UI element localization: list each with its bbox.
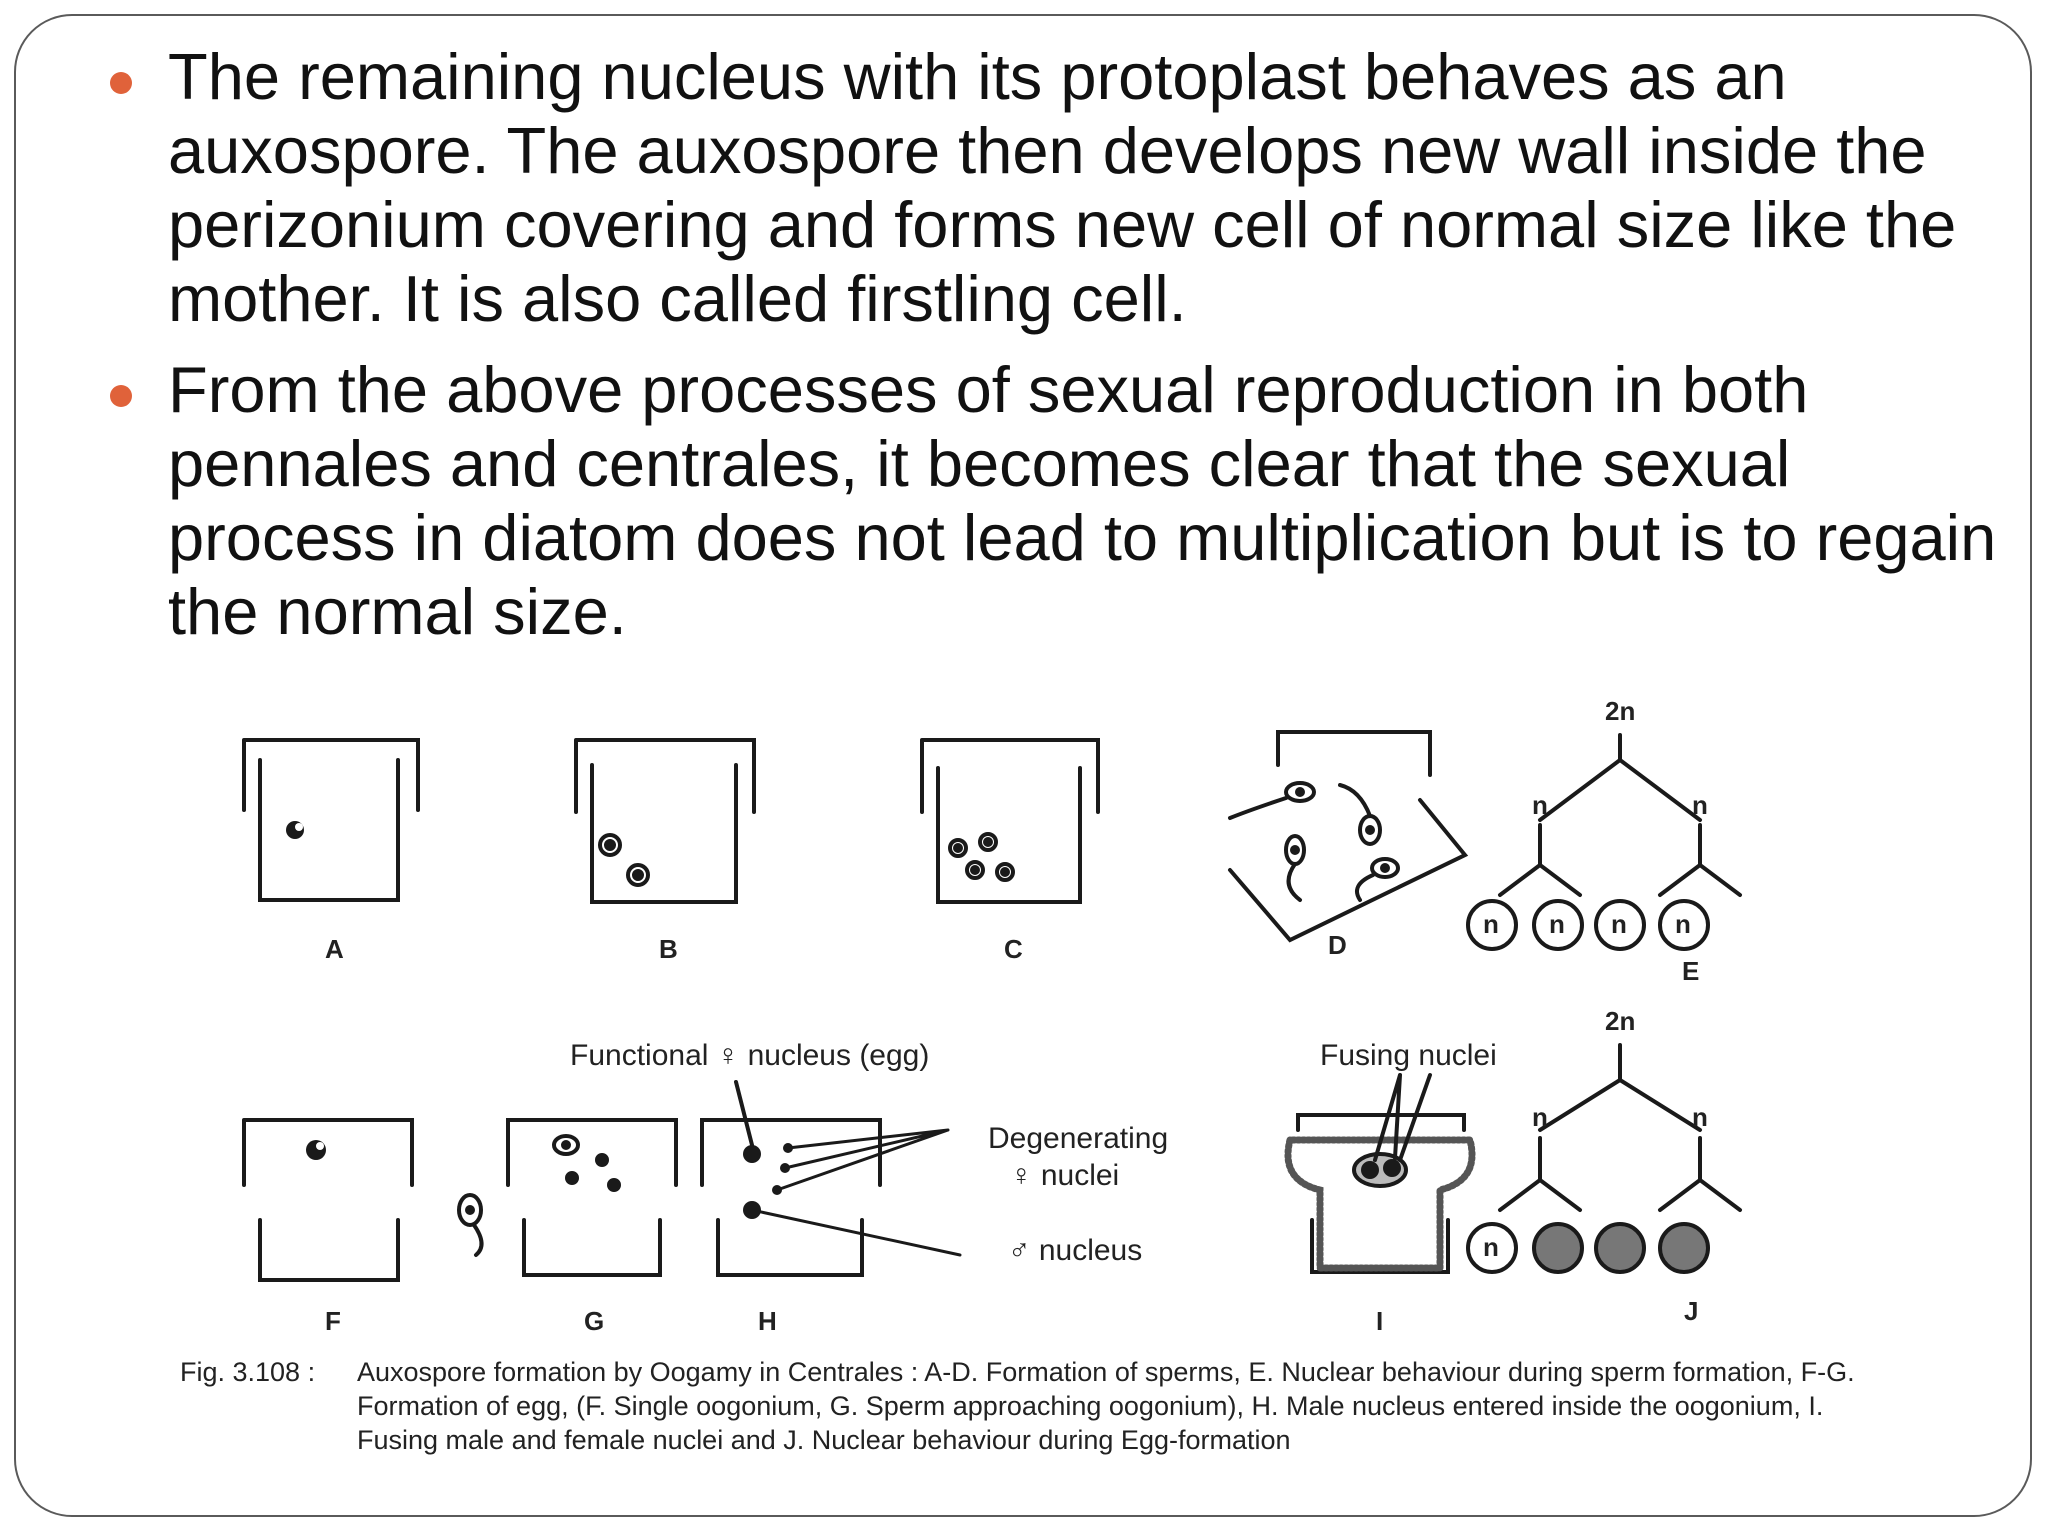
- label-i: I: [1376, 1306, 1383, 1336]
- bullet-dot-icon: [110, 385, 132, 407]
- caption-figure-number: Fig. 3.108 :: [180, 1357, 316, 1387]
- caption-text: Auxospore formation by Oogamy in Central…: [357, 1357, 1855, 1455]
- annotation-degenerating-2: ♀ nuclei: [1010, 1159, 1119, 1192]
- ploidy-n-j3: n: [1483, 1232, 1499, 1262]
- ploidy-n-e1: n: [1532, 790, 1548, 820]
- annotation-degenerating-1: Degenerating: [988, 1122, 1168, 1155]
- label-j: J: [1684, 1296, 1698, 1326]
- label-g: G: [584, 1306, 604, 1336]
- ploidy-2n-e: 2n: [1605, 696, 1635, 726]
- auxospore-figure: A B C: [140, 690, 1890, 1510]
- label-h: H: [758, 1306, 777, 1336]
- cell-i: [1284, 1073, 1476, 1274]
- ploidy-n-j1: n: [1532, 1102, 1548, 1132]
- figure-diagram: A B C: [242, 696, 1742, 1336]
- tree-j: 2n n n n: [1466, 1006, 1742, 1274]
- annotation-functional-nucleus: Functional ♀ nucleus (egg): [570, 1039, 929, 1072]
- cell-g: [457, 1118, 678, 1277]
- annotation-male-nucleus: ♂ nucleus: [1008, 1234, 1142, 1267]
- ploidy-n-e2: n: [1692, 790, 1708, 820]
- label-f: F: [325, 1306, 341, 1336]
- label-c: C: [1004, 934, 1023, 964]
- bullet-dot-icon: [110, 72, 132, 94]
- label-a: A: [325, 934, 344, 964]
- cell-b: [574, 738, 756, 904]
- ploidy-2n-j: 2n: [1605, 1006, 1635, 1036]
- tree-e: 2n n n n n n n: [1466, 696, 1742, 951]
- annotation-fusing-nuclei: Fusing nuclei: [1320, 1039, 1497, 1072]
- cell-c: [920, 738, 1100, 904]
- ploidy-n-j2: n: [1692, 1102, 1708, 1132]
- ploidy-n-e5: n: [1611, 909, 1627, 939]
- ploidy-n-e4: n: [1549, 909, 1565, 939]
- cell-a: [242, 738, 420, 902]
- cell-f: [242, 1118, 414, 1282]
- label-b: B: [659, 934, 678, 964]
- cell-h: [700, 1080, 962, 1277]
- label-d: D: [1328, 930, 1347, 960]
- bullet-text-1: The remaining nucleus with its protoplas…: [168, 40, 1957, 335]
- ploidy-n-e6: n: [1675, 909, 1691, 939]
- cell-d: [1228, 730, 1469, 943]
- label-e: E: [1682, 956, 1699, 986]
- bullet-text-2: From the above processes of sexual repro…: [168, 353, 1997, 648]
- ploidy-n-e3: n: [1483, 909, 1499, 939]
